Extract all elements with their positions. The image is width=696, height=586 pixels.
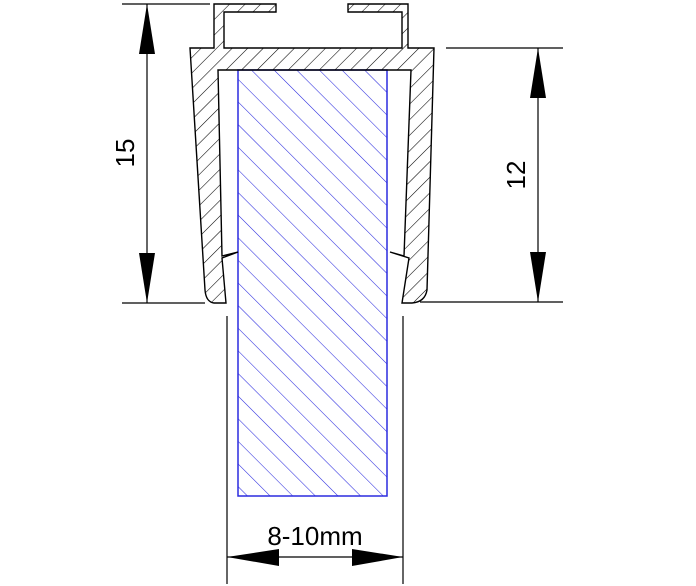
glass-panel (237, 69, 388, 497)
aluminium-profile (189, 3, 435, 304)
dimension-overall-height: 15 (110, 3, 210, 304)
dimension-label-12: 12 (501, 161, 531, 190)
dimension-label-8-10mm: 8-10mm (267, 521, 362, 551)
dimension-leg-height: 12 (420, 47, 563, 303)
dimension-glass-thickness: 8-10mm (226, 316, 404, 584)
dimension-label-15: 15 (110, 139, 140, 168)
